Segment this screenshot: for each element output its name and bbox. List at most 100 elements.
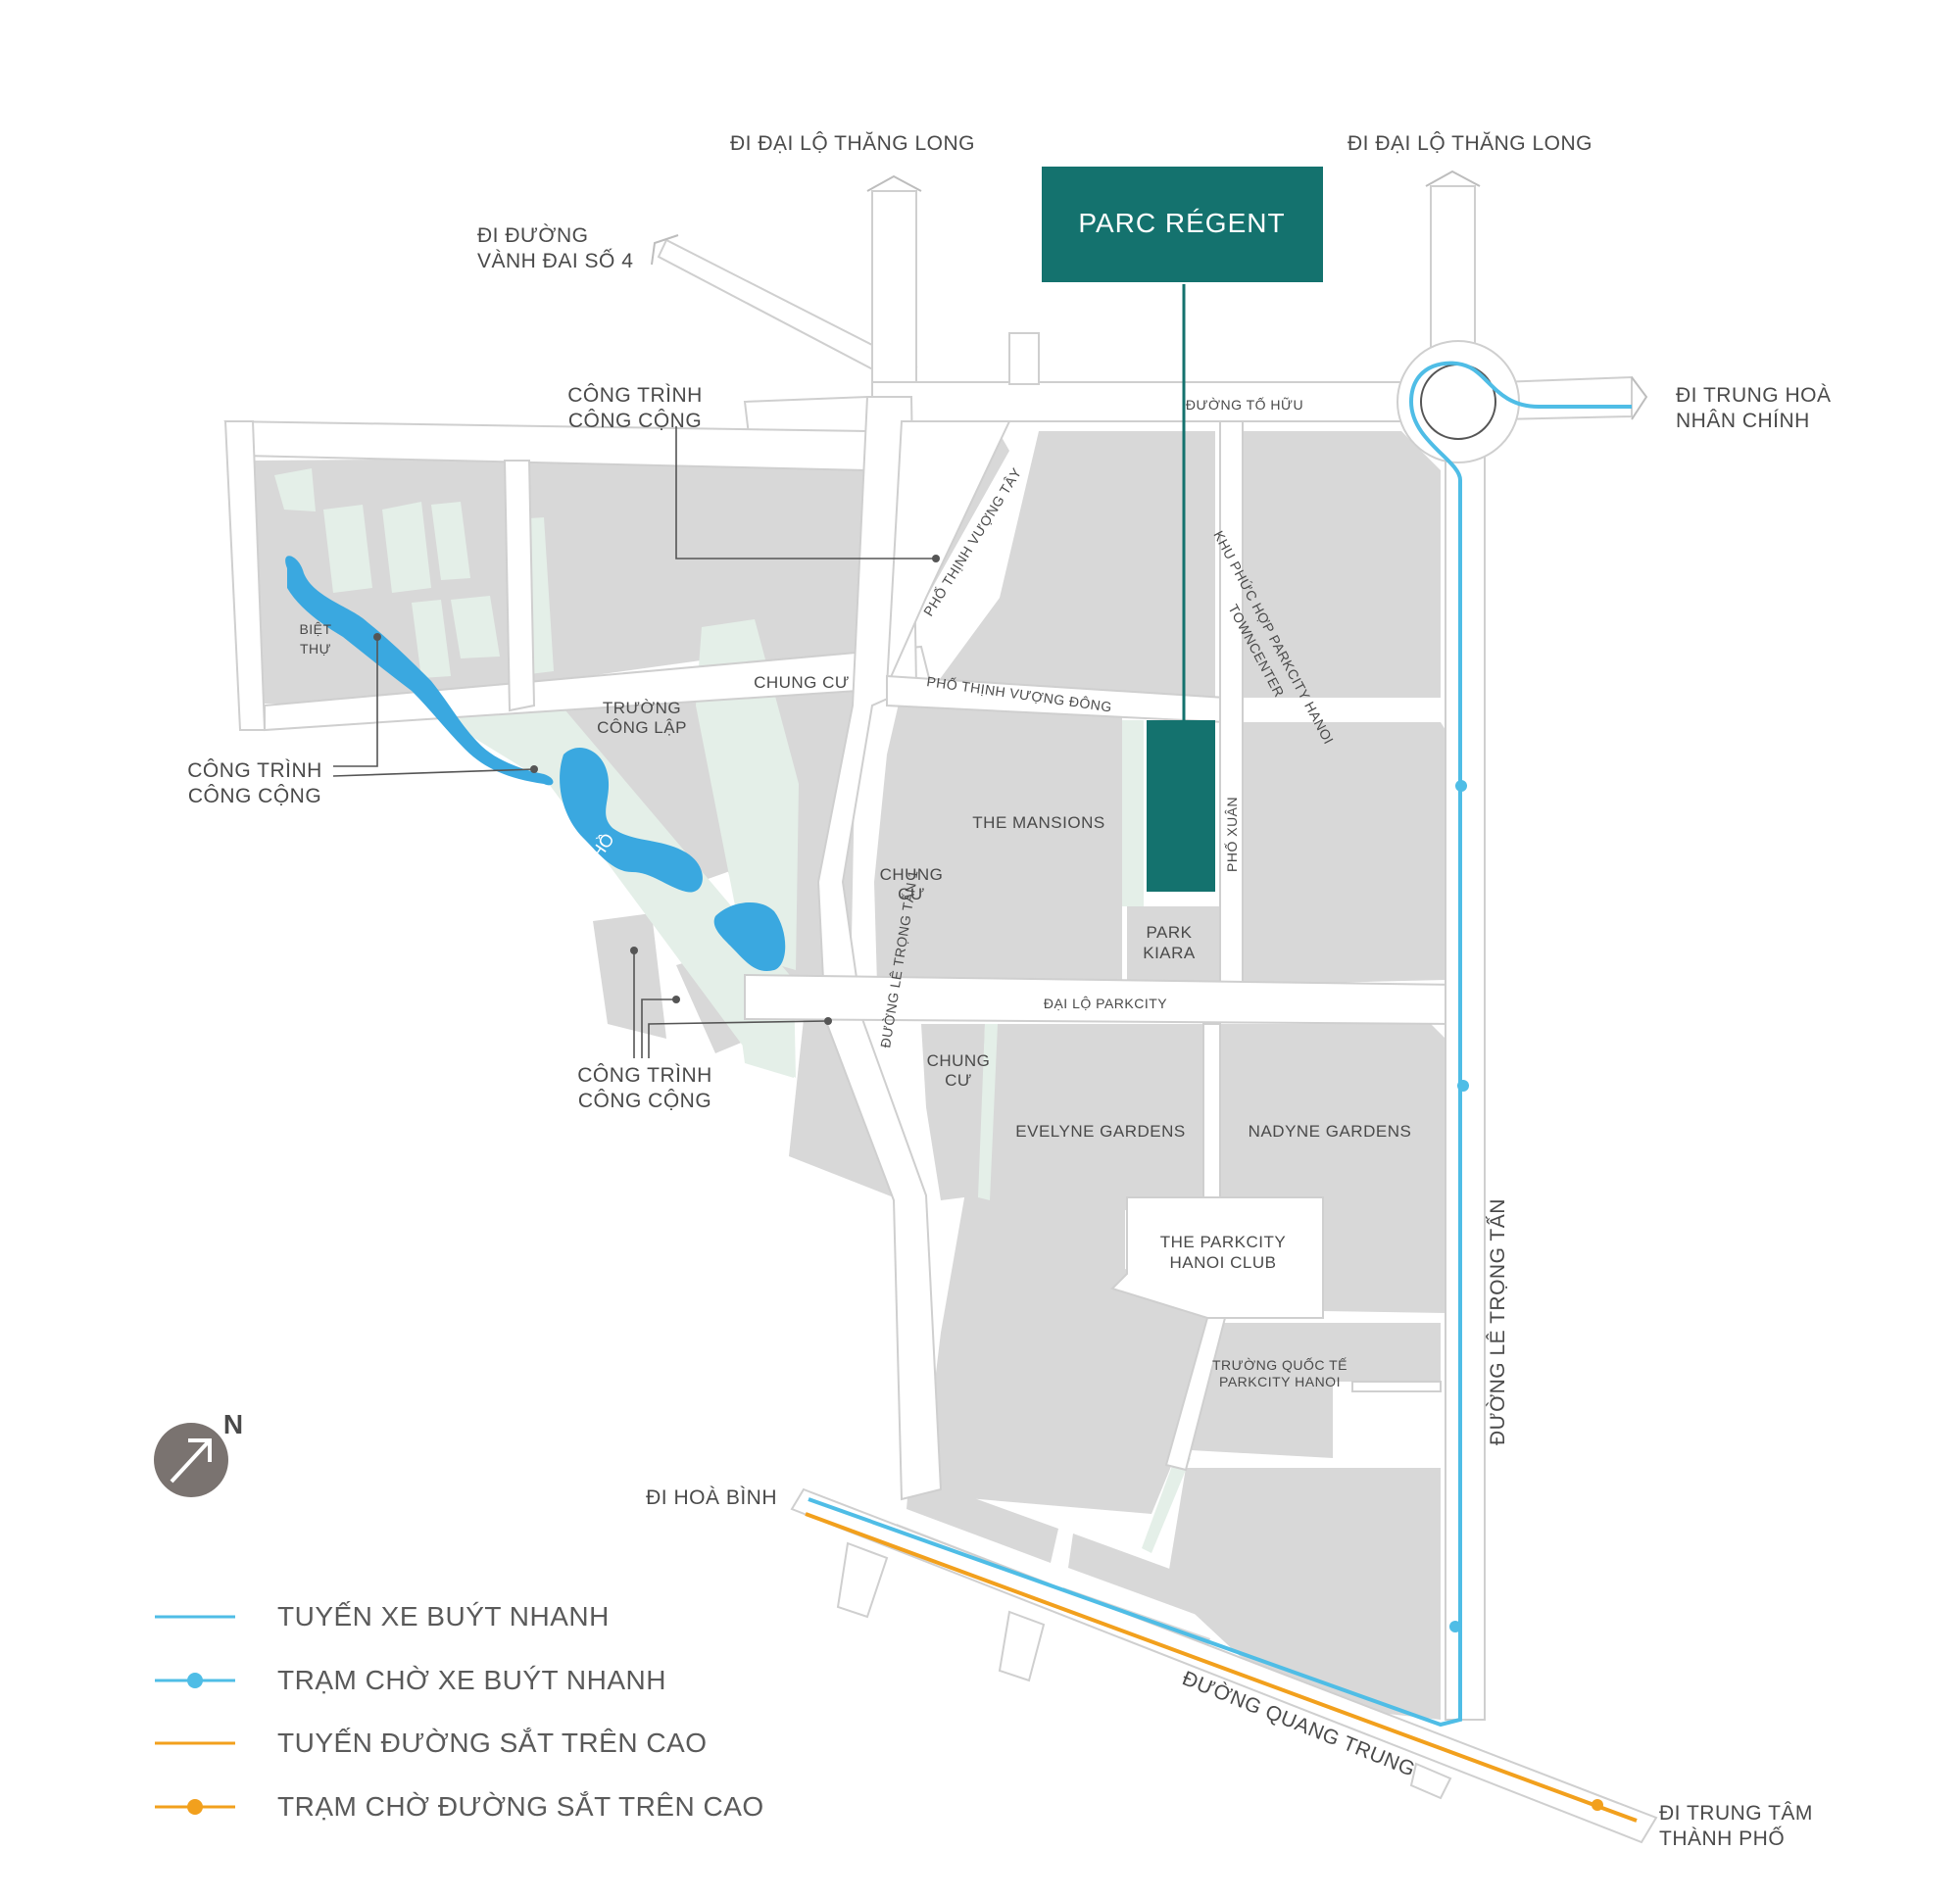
- label-biet-thu-2: THỰ: [300, 641, 331, 657]
- label-chung-cu-2-1: CHUNG: [880, 865, 944, 884]
- arrow-trung-hoa: [1631, 376, 1648, 420]
- brt-station-1[interactable]: [1455, 780, 1467, 792]
- block-towncenter-north: [1243, 431, 1441, 698]
- green-villa-5: [412, 600, 451, 678]
- leader-bottom-3: [648, 1020, 829, 1058]
- road-south-stub-2: [998, 1610, 1046, 1682]
- metro-station-1[interactable]: [1592, 1799, 1603, 1811]
- leader-left-2-dot: [530, 765, 538, 773]
- metro-route: [805, 1512, 1638, 1823]
- parc-regent-title: PARC RÉGENT: [1078, 208, 1285, 238]
- green-villa-4: [431, 502, 470, 580]
- label-chung-cu-2-2: CƯ: [898, 885, 925, 903]
- label-club-2: HANOI CLUB: [1170, 1253, 1277, 1272]
- label-truong-cong-lap-1: TRƯỜNG: [603, 699, 681, 717]
- road-network: [223, 185, 1658, 1844]
- label-truong-cong-lap-2: CÔNG LẬP: [597, 718, 687, 737]
- label-nadyne: NADYNE GARDENS: [1249, 1122, 1412, 1141]
- label-dai-lo-parkcity: ĐẠI LỘ PARKCITY: [1044, 996, 1167, 1011]
- label-cong-trinh-top-1: CÔNG TRÌNH: [567, 384, 703, 407]
- leader-top: [675, 426, 936, 560]
- road-end-arrows: [651, 170, 1648, 420]
- label-cong-trinh-bottom-2: CÔNG CỘNG: [578, 1090, 711, 1112]
- leader-bottom-2: [641, 998, 676, 1058]
- block-strip-1: [906, 1475, 1058, 1563]
- leader-bottom-1-dot: [630, 947, 638, 954]
- leader-bottom-2-dot: [672, 996, 680, 1003]
- label-the-mansions: THE MANSIONS: [972, 813, 1104, 832]
- north-arrow-shaft: [170, 1440, 210, 1484]
- leader-left-1-dot: [373, 633, 381, 641]
- legend-marker-brt-station: [187, 1673, 203, 1688]
- green-towncenter: [1122, 720, 1144, 906]
- north-arrow-head: [188, 1438, 212, 1462]
- legend-marker-metro-station: [187, 1799, 203, 1815]
- label-hoa-binh: ĐI HOÀ BÌNH: [646, 1486, 777, 1509]
- green-mid-strip: [978, 1024, 998, 1200]
- block-evelyne: [921, 1024, 1210, 1514]
- block-mansions: [874, 691, 1122, 985]
- metro-line: [805, 1512, 1638, 1823]
- block-chung-cu-3: [921, 1024, 985, 1200]
- road-thang-long-left: [871, 190, 917, 383]
- green-lake-park: [421, 691, 796, 1078]
- direction-labels: ĐI ĐẠI LỘ THĂNG LONG ĐI ĐẠI LỘ THĂNG LON…: [477, 132, 1831, 1850]
- brt-route: [808, 361, 1632, 1728]
- legend: TUYẾN XE BUÝT NHANH TRẠM CHỜ XE BUÝT NHA…: [155, 1601, 763, 1822]
- label-park-kiara-2: KIARA: [1143, 944, 1196, 962]
- block-nadyne: [1220, 1024, 1446, 1313]
- label-thang-long-left: ĐI ĐẠI LỘ THĂNG LONG: [730, 132, 975, 155]
- lake: [560, 747, 703, 893]
- legend-label-metro: TUYẾN ĐƯỜNG SẮT TRÊN CAO: [277, 1728, 708, 1758]
- brt-station-2[interactable]: [1457, 1080, 1469, 1092]
- leader-bottom-3-dot: [824, 1017, 832, 1025]
- green-areas: [274, 468, 1191, 1553]
- label-chung-cu-3-1: CHUNG: [927, 1051, 991, 1070]
- leader-top-dot: [932, 555, 940, 562]
- label-club-1: THE PARKCITY: [1160, 1233, 1286, 1251]
- block-southeast: [1166, 1468, 1441, 1720]
- label-biet-thu-1: BIỆT: [299, 621, 331, 637]
- label-evelyne: EVELYNE GARDENS: [1015, 1122, 1185, 1141]
- water: [285, 556, 786, 971]
- road-to-huu: [871, 381, 1417, 422]
- green-villa-1: [274, 468, 316, 511]
- road-to-huu-junction: [886, 420, 1011, 687]
- label-to-huu: ĐƯỜNG TỐ HỮU: [1186, 396, 1303, 413]
- brt-line: [808, 361, 1632, 1728]
- block-towncenter-south: [1243, 722, 1446, 985]
- label-cong-trinh-left-2: CÔNG CỘNG: [188, 785, 321, 807]
- land-blocks: [253, 416, 1446, 1720]
- arrow-thang-long-left: [866, 174, 922, 192]
- label-trung-tam-line1: ĐI TRUNG TÂM: [1659, 1802, 1813, 1825]
- road-south-stub-1: [836, 1541, 889, 1619]
- road-school-diag: [1164, 1317, 1227, 1472]
- road-vertical-mid: [503, 460, 536, 712]
- block-park-kiara: [1127, 906, 1220, 985]
- parc-regent-plot[interactable]: [1147, 720, 1215, 892]
- block-north-central: [926, 431, 1215, 698]
- parc-regent-header[interactable]: [1042, 167, 1323, 282]
- road-north-stub: [1008, 332, 1040, 385]
- label-chung-cu-3-2: CƯ: [945, 1071, 972, 1090]
- lake-east: [713, 901, 786, 971]
- arrow-vanh-dai: [651, 234, 679, 266]
- road-le-trong-tan: [1445, 420, 1486, 1721]
- stream: [285, 556, 554, 786]
- label-trung-tam-line2: THÀNH PHỐ: [1659, 1826, 1785, 1850]
- label-vanh-dai-4-line2: VÀNH ĐAI SỐ 4: [477, 249, 633, 272]
- leader-left-2: [332, 768, 535, 777]
- block-cong-trinh-south: [593, 913, 666, 1039]
- label-trung-hoa-line1: ĐI TRUNG HOÀ: [1676, 384, 1831, 407]
- road-quang-trung: [790, 1487, 1658, 1844]
- compass-letter: N: [223, 1409, 243, 1439]
- brt-station-3[interactable]: [1449, 1621, 1461, 1632]
- green-villa-6: [451, 596, 500, 658]
- block-strip-2: [1068, 1534, 1215, 1619]
- green-villa-2: [323, 505, 372, 593]
- green-south-small: [1142, 1455, 1191, 1553]
- road-thang-long-right: [1430, 185, 1476, 364]
- green-west-park: [696, 619, 799, 970]
- label-park-kiara-1: PARK: [1146, 923, 1192, 942]
- legend-label-brt: TUYẾN XE BUÝT NHANH: [277, 1601, 610, 1631]
